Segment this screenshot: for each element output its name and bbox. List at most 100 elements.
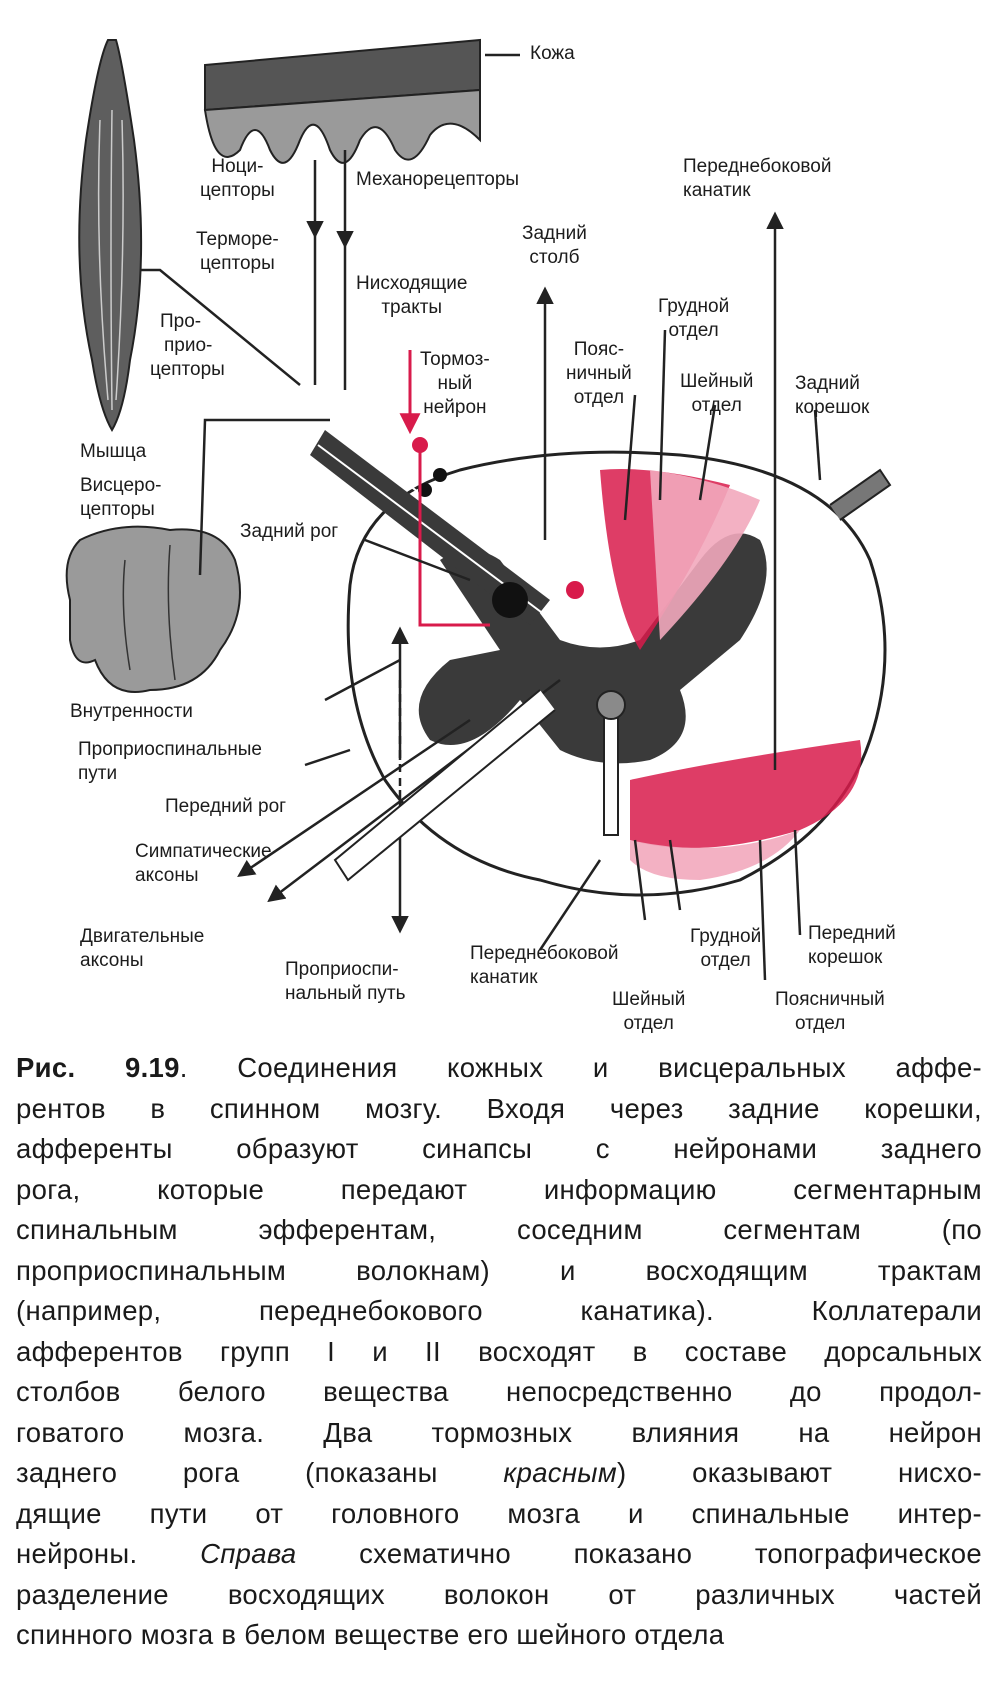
label-anterolateral-tract-bottom-line2: канатик: [470, 967, 538, 988]
caption-line: Рис. 9.19. Соединения кожных и висцераль…: [16, 1048, 982, 1089]
label-propriospinal-path-line1: Проприоспи-: [285, 959, 399, 980]
caption-line: дящие пути от головного мозга и спинальн…: [16, 1497, 982, 1529]
label-dorsal-root-line2: корешок: [795, 397, 870, 418]
label-nociceptors-line1: Ноци-: [211, 156, 264, 177]
label-lumbar-bottom-line1: Поясничный: [775, 989, 885, 1010]
figure: Кожа Ноци- цепторы Механорецепторы Термо…: [65, 38, 896, 1036]
label-nociceptors: Ноци- цепторы: [200, 155, 275, 203]
label-cervical-top-line2: отдел: [691, 395, 742, 416]
caption-text: заднего рога (показаны: [16, 1457, 504, 1488]
muscle-illustration: [78, 39, 143, 432]
caption-line: нейроны. Справа схематично показано топо…: [16, 1534, 982, 1575]
label-lumbar-top: Пояс- ничный отдел: [566, 338, 632, 410]
caption-line: разделение восходящих волокон от различн…: [16, 1578, 982, 1610]
label-inhibitory-neuron: Тормоз- ный нейрон: [420, 348, 490, 420]
label-visceroceptors-line2: цепторы: [80, 499, 155, 520]
label-cervical-bottom: Шейный отдел: [612, 988, 685, 1036]
label-cervical-top-line1: Шейный: [680, 371, 754, 392]
caption-line: (например, переднебокового канатика). Ко…: [16, 1295, 982, 1326]
label-nociceptors-line2: цепторы: [200, 180, 275, 201]
caption-line: проприоспинальным волокнам) и восходящим…: [16, 1254, 982, 1286]
label-viscera-text: Внутренности: [70, 701, 193, 722]
caption-line: спинного мозга в белом веществе его шейн…: [16, 1619, 725, 1650]
caption-text: нейроны.: [16, 1538, 201, 1569]
label-thoracic-bottom-line2: отдел: [700, 950, 751, 971]
label-cervical-bottom-line2: отдел: [623, 1013, 674, 1034]
label-proprioceptors: Про- прио- цепторы: [150, 310, 225, 382]
label-mechanoreceptors: Механорецепторы: [356, 168, 519, 192]
label-proprioceptors-line3: цепторы: [150, 359, 225, 380]
label-mechanoreceptors-text: Механорецепторы: [356, 169, 520, 190]
caption-text: схематично показано топографическое: [296, 1538, 982, 1569]
label-inhibitory-neuron-line3: нейрон: [423, 397, 487, 418]
label-skin-text: Кожа: [530, 43, 575, 64]
label-motor-axons-line1: Двигательные: [80, 926, 205, 947]
label-muscle-text: Мышца: [80, 441, 147, 462]
label-sympathetic-axons-line1: Симпатические: [135, 841, 272, 862]
label-propriospinal-paths-line2: пути: [78, 763, 118, 784]
label-descending-tracts: Нисходящие тракты: [356, 272, 467, 320]
caption-line: говатого мозга. Два тормозных влияния на…: [16, 1416, 982, 1448]
label-lumbar-bottom: Поясничный отдел: [775, 988, 885, 1036]
label-lumbar-top-line1: Пояс-: [573, 339, 625, 360]
label-skin: Кожа: [530, 42, 575, 66]
label-anterolateral-tract-bottom-line1: Переднебоковой: [470, 943, 619, 964]
label-dorsal-horn-text: Задний рог: [240, 521, 339, 542]
label-thoracic-top: Грудной отдел: [658, 295, 729, 343]
label-propriospinal-path: Проприоспи- нальный путь: [285, 958, 405, 1006]
label-cervical-bottom-line1: Шейный: [612, 989, 686, 1010]
caption-italic-red: красным: [503, 1457, 617, 1488]
label-thermoreceptors-line1: Терморе-: [196, 229, 279, 250]
caption-line: спинальным эфферентам, соседним сегмента…: [16, 1214, 982, 1245]
label-ventral-horn-text: Передний рог: [165, 796, 287, 817]
label-viscera: Внутренности: [70, 700, 193, 724]
spinal-cord-diagram: [65, 38, 892, 981]
label-thermoreceptors: Терморе- цепторы: [196, 228, 279, 276]
label-motor-axons-line2: аксоны: [80, 950, 144, 971]
label-thoracic-top-line1: Грудной: [658, 296, 730, 317]
caption-line: столбов белого вещества непосредственно …: [16, 1376, 982, 1407]
label-dorsal-horn: Задний рог: [240, 520, 338, 544]
label-ventral-root-line2: корешок: [808, 947, 883, 968]
caption-italic-right: Справа: [200, 1538, 297, 1569]
label-propriospinal-path-line2: нальный путь: [285, 983, 406, 1004]
label-ventral-root: Передний корешок: [808, 922, 896, 970]
skin-illustration: [203, 38, 481, 164]
label-visceroceptors: Висцеро- цепторы: [80, 474, 161, 522]
dorsal-root-bundle: [310, 424, 561, 625]
figure-caption: Рис. 9.19. Соединения кожных и висцераль…: [16, 1048, 982, 1656]
caption-line: афференты образуют синапсы с нейронами з…: [16, 1133, 982, 1164]
viscera-illustration: [65, 525, 241, 693]
label-anterolateral-tract-top-line1: Переднебоковой: [683, 156, 832, 177]
label-dorsal-column: Задний столб: [522, 222, 587, 270]
label-propriospinal-paths-line1: Проприоспинальные: [78, 739, 262, 760]
label-thermoreceptors-line2: цепторы: [199, 253, 275, 274]
caption-figure-number: Рис. 9.19: [16, 1052, 180, 1083]
label-descending-tracts-line1: Нисходящие: [356, 273, 468, 294]
caption-line: заднего рога (показаны красным) оказываю…: [16, 1453, 982, 1494]
caption-line: рентов в спинном мозгу. Входя через задн…: [16, 1092, 982, 1124]
label-dorsal-root-line1: Задний: [795, 373, 860, 394]
caption-line: афферентов групп I и II восходят в соста…: [16, 1335, 982, 1367]
label-anterolateral-tract-top: Переднебоковой канатик: [683, 155, 831, 203]
label-muscle: Мышца: [80, 440, 146, 464]
dorsal-tract-region: [600, 469, 760, 650]
label-thoracic-bottom: Грудной отдел: [690, 925, 761, 973]
label-thoracic-bottom-line1: Грудной: [690, 926, 762, 947]
ventral-tract-region: [630, 740, 862, 880]
label-ventral-horn: Передний рог: [165, 795, 286, 819]
label-propriospinal-paths: Проприоспинальные пути: [78, 738, 262, 786]
label-dorsal-column-line1: Задний: [522, 223, 587, 244]
label-ventral-root-line1: Передний: [808, 923, 896, 944]
label-lumbar-top-line2: ничный: [566, 363, 632, 384]
label-visceroceptors-line1: Висцеро-: [80, 475, 162, 496]
label-proprioceptors-line1: Про-: [160, 311, 202, 332]
label-dorsal-column-line2: столб: [529, 247, 580, 268]
caption-text: ) оказывают нисхо-: [616, 1457, 982, 1488]
label-anterolateral-tract-top-line2: канатик: [683, 180, 751, 201]
caption-line: рога, которые передают информацию сегмен…: [16, 1173, 982, 1205]
label-inhibitory-neuron-line1: Тормоз-: [420, 349, 490, 370]
label-sympathetic-axons: Симпатические аксоны: [135, 840, 272, 888]
label-lumbar-bottom-line2: отдел: [795, 1013, 846, 1034]
afferent-lines: [140, 53, 892, 981]
